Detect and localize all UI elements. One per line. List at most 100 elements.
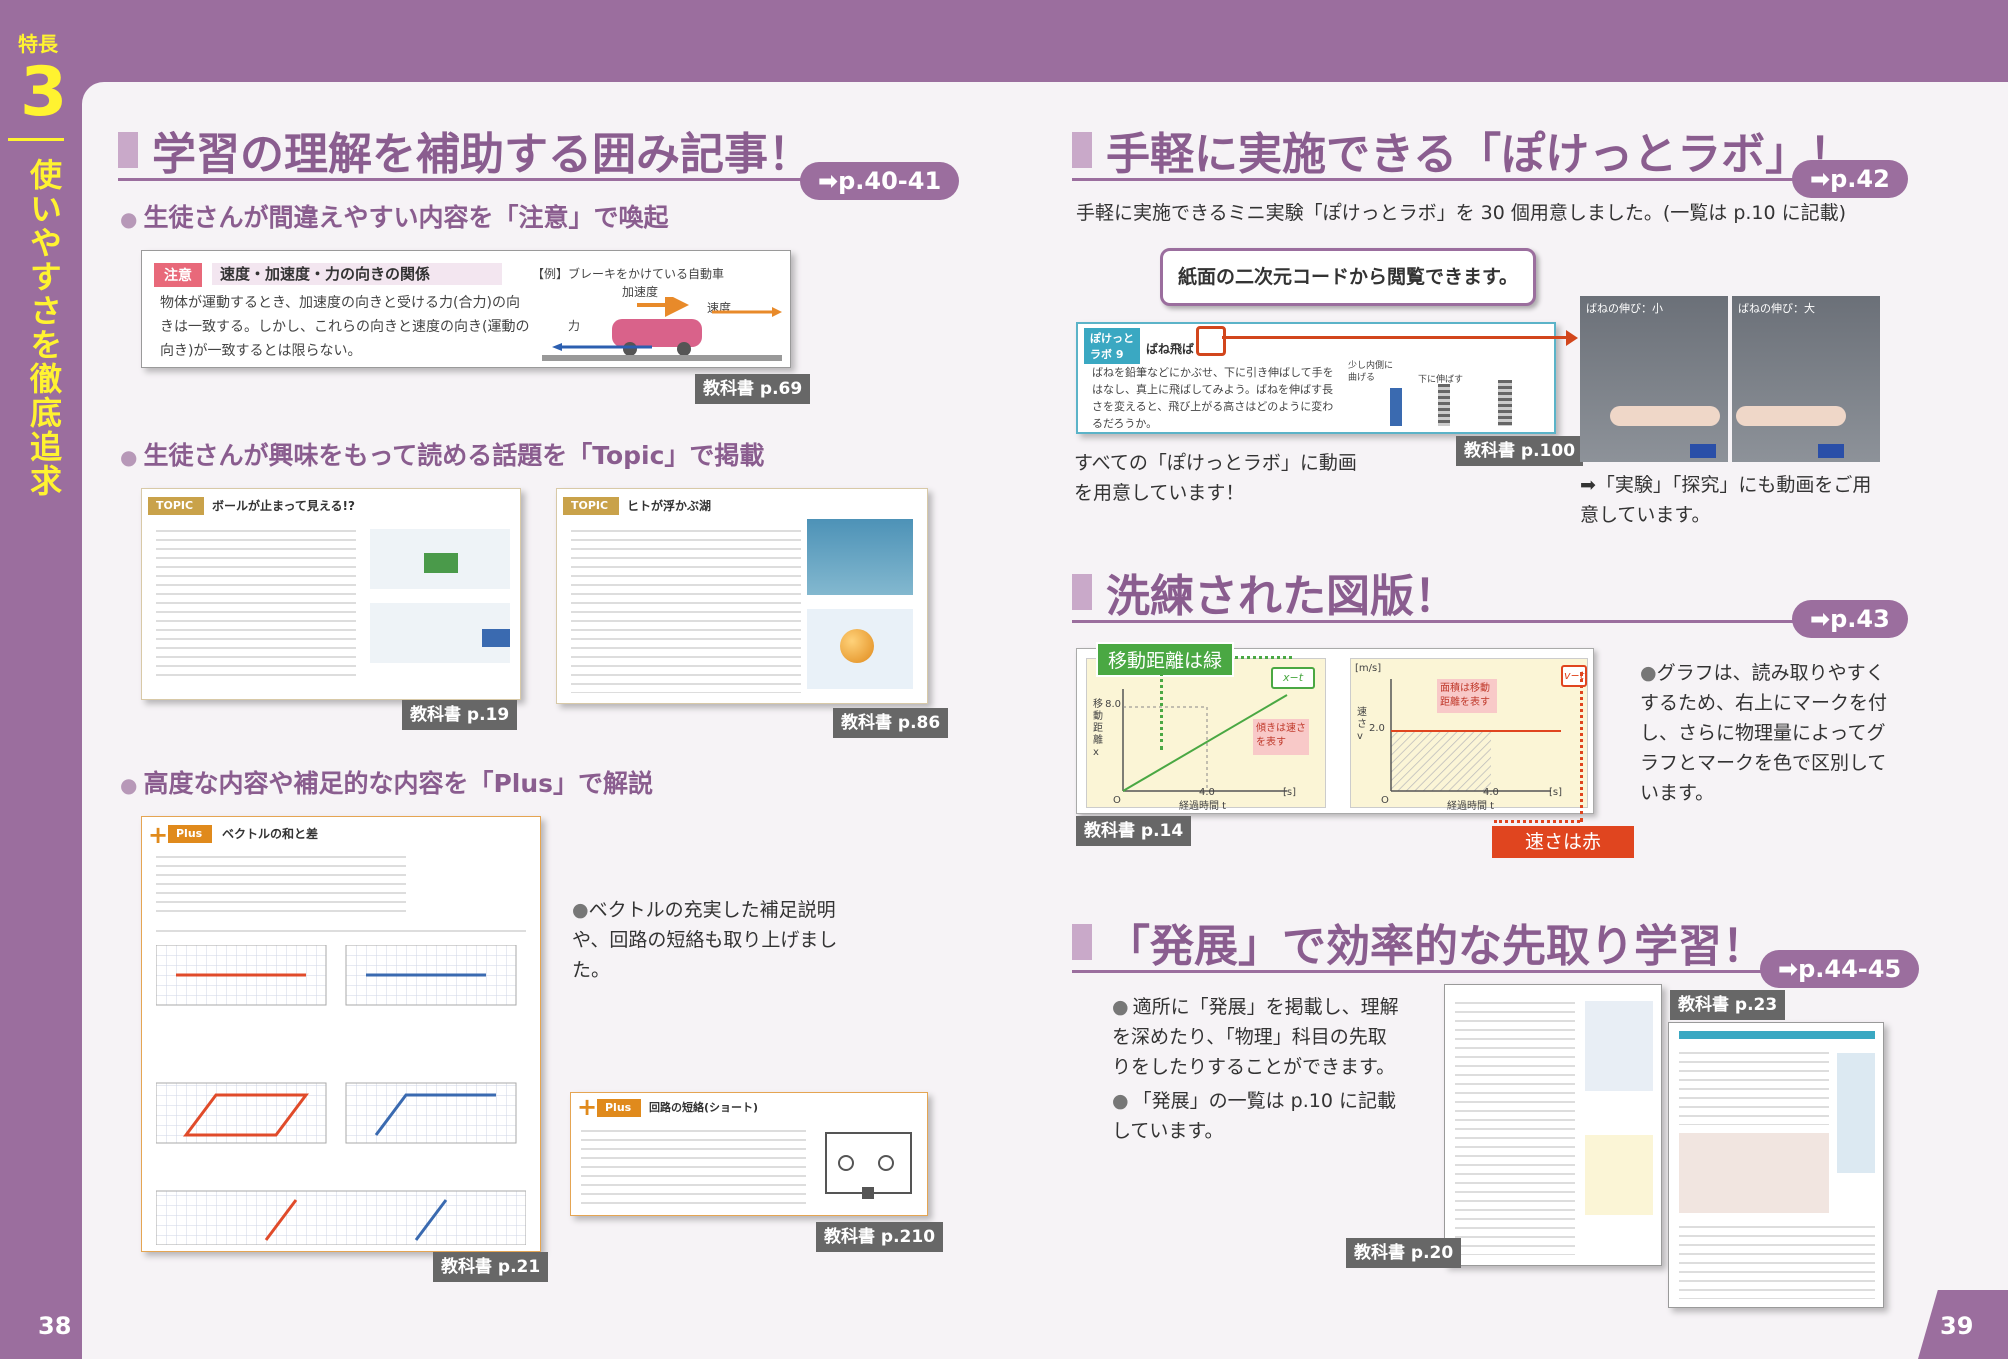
page-ref-40-41[interactable]: ➡p.40-41 [800, 162, 960, 200]
vt-note: 面積は移動距離を表す [1437, 679, 1497, 713]
plus-card-circuit: + Plus 回路の短絡(ショート) [570, 1092, 928, 1216]
section-title-text: 洗練された図版！ [1106, 571, 1458, 622]
caution-title: 速度・加速度・力の向きの関係 [220, 265, 431, 283]
lab-badge: ぽけっとラボ 9 [1084, 328, 1140, 364]
title-marker [1072, 132, 1092, 168]
page-ref-43[interactable]: ➡p.43 [1792, 600, 1908, 638]
xt-unit: [s] [1283, 787, 1297, 798]
qr-icon[interactable] [1196, 326, 1226, 356]
vt-x-tick: 4.0 [1483, 787, 1499, 798]
green-tag: 移動距離は緑 [1096, 642, 1235, 677]
xt-y-label: 移動距離 x [1093, 699, 1103, 758]
circuit-diagram [825, 1132, 912, 1199]
pocketlab-desc: 手軽に実施できるミニ実験「ぽけっとラボ」を 30 個用意しました。(一覧は p.… [1076, 202, 1847, 224]
video-still-small: ばねの伸び：小 [1580, 296, 1728, 462]
caution-text: 物体が運動するとき、加速度の向きと受ける力(合力)の向きは一致する。しかし、これ… [160, 295, 530, 359]
advanced-bullet: 「発展」の一覧は p.10 に記載しています。 [1112, 1086, 1404, 1146]
caution-badge: 注意 [154, 263, 202, 287]
section-title-advanced: 「発展」で効率的な先取り学習！ [1072, 910, 1766, 974]
floating-ball [840, 629, 874, 663]
vector-grids [156, 945, 526, 1245]
red-tag: 速さは赤 [1492, 826, 1634, 858]
feature-number: 3 [20, 53, 68, 132]
pocketlab-card: ぽけっとラボ 9 ばね飛ばし ばねを鉛筆などにかぶせ、下に引き伸ばして手をはなし… [1076, 322, 1556, 434]
plus-title: 回路の短絡(ショート) [649, 1101, 759, 1114]
page-number-left: 38 [38, 1312, 72, 1340]
section-title-callouts: 学習の理解を補助する囲み記事！ [118, 118, 812, 182]
xt-x-label: 経過時間 t [1179, 801, 1227, 812]
pocketlab-note: すべての「ぽけっとラボ」に動画を用意しています！ [1074, 452, 1357, 504]
graph-desc: ●グラフは、読み取りやすくするため、右上にマークを付し、さらに物理量によってグラ… [1640, 662, 1888, 804]
topic-badge: TOPIC [563, 497, 619, 515]
topic-card-lake: TOPIC ヒトが浮かぶ湖 [556, 488, 928, 704]
plus-badge: Plus [168, 825, 212, 843]
video-still-large: ばねの伸び：大 [1732, 296, 1880, 462]
title-underline [118, 178, 938, 181]
title-marker [118, 132, 138, 168]
xt-x-tick: 4.0 [1199, 787, 1215, 798]
page-ref-44-45[interactable]: ➡p.44-45 [1760, 950, 1920, 988]
caution-example: 【例】ブレーキをかけている自動車 [532, 267, 725, 281]
label-force: 力 [568, 319, 581, 333]
page-label-p19: 教科書 p.19 [402, 700, 518, 730]
topic-card-ball: TOPIC ボールが止まって見える!? [141, 488, 521, 700]
pocketlab-note2: ➡「実験」「探究」にも動画をご用意しています。 [1580, 474, 1872, 526]
subheading-topic: 生徒さんが興味をもって読める話題を「Topic」で掲載 [120, 436, 764, 472]
page-label-p100: 教科書 p.100 [1456, 436, 1584, 466]
xt-note: 傾きは速さを表す [1253, 719, 1309, 755]
label-acceleration: 加速度 [622, 285, 659, 299]
lab-title: ばね飛ばし [1146, 342, 1207, 356]
plus-badge: Plus [597, 1099, 641, 1117]
lake-photo [807, 519, 913, 595]
vt-y-tick: 2.0 [1369, 723, 1385, 734]
page-label-p210: 教科書 p.210 [816, 1222, 944, 1252]
plus-note-text: ベクトルの充実した補足説明や、回路の短絡も取り上げました。 [572, 899, 838, 981]
vt-x-label: 経過時間 t [1447, 801, 1495, 812]
page-label-p20: 教科書 p.20 [1346, 1238, 1462, 1268]
vt-y-label: 速さ v [1357, 707, 1367, 742]
advanced-page-23 [1668, 1022, 1884, 1308]
vt-mark: v−t [1561, 665, 1587, 687]
page-number-right: 39 [1940, 1312, 1974, 1340]
side-divider [8, 138, 64, 141]
xt-y-tick: 8.0 [1105, 699, 1121, 710]
vt-origin: O [1381, 795, 1389, 806]
page-label-p69: 教科書 p.69 [695, 374, 811, 404]
vt-y-unit: [m/s] [1355, 663, 1382, 674]
caution-card: 注意 速度・加速度・力の向きの関係 物体が運動するとき、加速度の向きと受ける力(… [141, 250, 791, 368]
title-marker [1072, 924, 1092, 960]
title-underline [1072, 178, 1902, 181]
topic-badge: TOPIC [148, 497, 204, 515]
section-title-text: 手軽に実施できる「ぽけっとラボ」！ [1106, 129, 1854, 180]
section-title-text: 「発展」で効率的な先取り学習！ [1106, 921, 1766, 972]
topic-title: ヒトが浮かぶ湖 [627, 499, 712, 513]
title-marker [1072, 574, 1092, 610]
subheading-plus: 高度な内容や補足的な内容を「Plus」で解説 [120, 764, 653, 800]
plus-title: ベクトルの和と差 [222, 827, 319, 841]
video-caption: ばねの伸び：大 [1738, 302, 1815, 315]
xt-origin: O [1113, 795, 1121, 806]
section-title-pocketlab: 手軽に実施できる「ぽけっとラボ」！ [1072, 118, 1853, 182]
page-label-p21: 教科書 p.21 [433, 1252, 549, 1282]
page-label-p86: 教科書 p.86 [833, 708, 949, 738]
video-caption: ばねの伸び：小 [1586, 302, 1663, 315]
qr-callout: 紙面の二次元コードから閲覧できます。 [1160, 248, 1536, 306]
page-ref-42[interactable]: ➡p.42 [1792, 160, 1908, 198]
page-label-p23: 教科書 p.23 [1670, 990, 1786, 1020]
lab-cap1: 少し内側に曲げる [1348, 361, 1394, 383]
advanced-page-20 [1444, 984, 1662, 1266]
advanced-bullet: 適所に「発展」を掲載し、理解を深めたり、「物理」科目の先取りをしたりすることがで… [1112, 992, 1404, 1082]
title-underline [1072, 620, 1902, 623]
vt-graph: [m/s] 速さ v 2.0 O 4.0 [s] 経過時間 t 面積は移動距離を… [1350, 658, 1588, 812]
xt-mark: x−t [1271, 667, 1315, 689]
section-title-text: 学習の理解を補助する囲み記事！ [152, 129, 812, 180]
car-diagram [542, 297, 782, 361]
title-underline [1072, 970, 1902, 973]
subheading-caution: 生徒さんが間違えやすい内容を「注意」で喚起 [120, 198, 668, 234]
side-title: 使いやすさを徹底追求 [25, 158, 63, 498]
topic-title: ボールが止まって見える!? [212, 499, 355, 513]
advanced-bullets: 適所に「発展」を掲載し、理解を深めたり、「物理」科目の先取りをしたりすることがで… [1112, 992, 1404, 1146]
vt-unit: [s] [1549, 787, 1563, 798]
feature-tag: 特長 [18, 32, 58, 56]
qr-link-arrow [1222, 336, 1569, 339]
